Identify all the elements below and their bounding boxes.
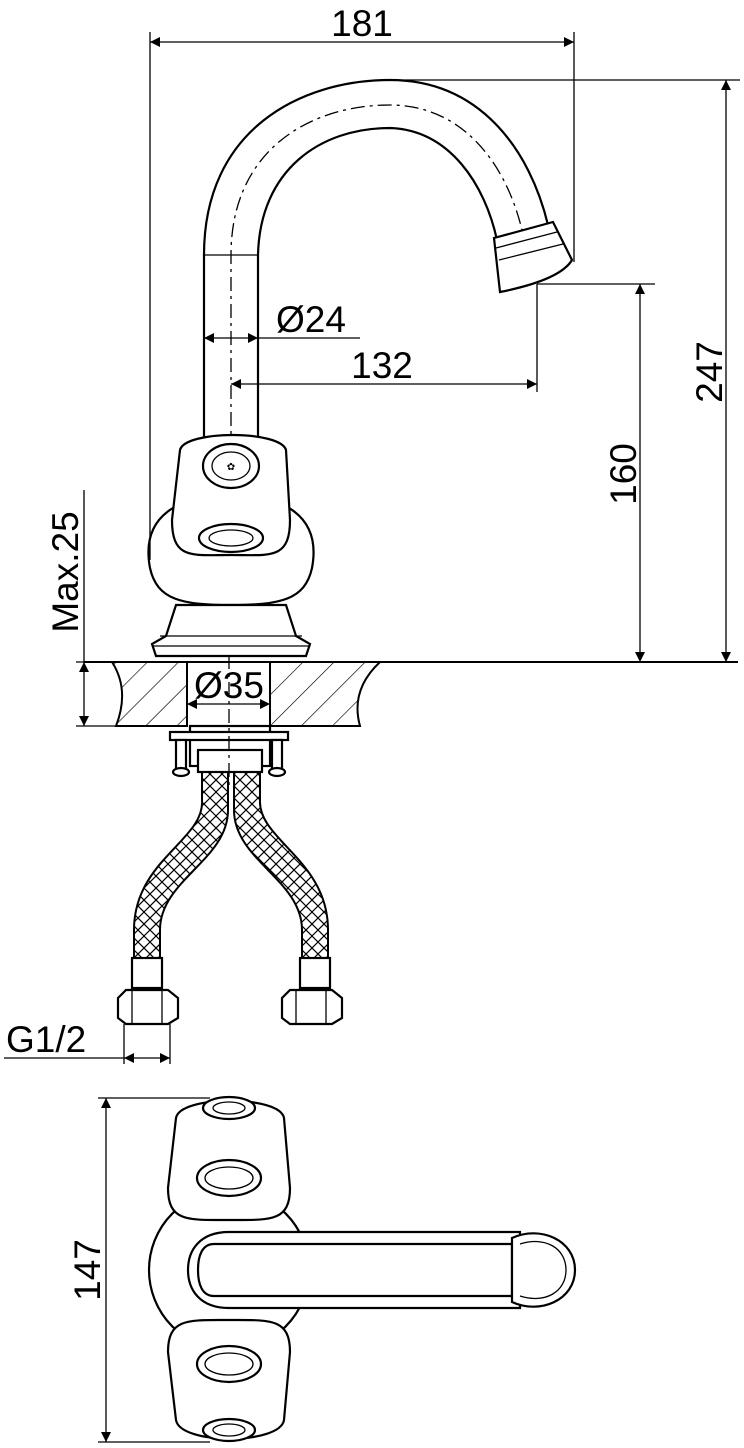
dim-181: 181 [331, 3, 393, 44]
dim-132: 132 [351, 345, 413, 386]
aerator [492, 220, 574, 294]
dim-247: 247 [689, 341, 730, 403]
dimension-top-depth: 147 [67, 1097, 210, 1443]
hose-right [233, 771, 329, 959]
dimension-max-thickness: Max.25 [45, 490, 116, 727]
fixing-assembly [168, 655, 290, 790]
braided-hose-icon [116, 771, 344, 1026]
spout [202, 78, 574, 480]
counter-hatch-right [269, 661, 383, 727]
dim-max-25: Max.25 [45, 511, 86, 632]
top-view: 147 [67, 1095, 577, 1443]
counter-section [84, 661, 738, 727]
tap-logo-icon: ✿ [227, 462, 235, 473]
dimension-spout-diameter: Ø24 [204, 299, 360, 343]
dim-147: 147 [67, 1239, 108, 1301]
counter-hatch [110, 661, 188, 727]
dimension-spout-reach: 132 [231, 284, 538, 392]
handle-cap [201, 442, 261, 490]
spout-centerline [230, 104, 523, 480]
body-base [150, 603, 312, 658]
nut-left [116, 988, 180, 1026]
dim-diameter-24: Ø24 [276, 299, 346, 340]
handle-opening [197, 522, 265, 554]
dimension-hole-diameter: Ø35 [187, 665, 270, 709]
dimension-width-total: 181 [149, 3, 575, 560]
faucet-body: ✿ [147, 433, 315, 658]
dim-160: 160 [603, 443, 644, 505]
dimension-height-total: 247 [390, 79, 740, 662]
lever-handle [170, 433, 292, 557]
dimension-spout-height: 160 [537, 283, 655, 662]
dim-diameter-35: Ø35 [194, 665, 264, 706]
hose-left [133, 771, 229, 959]
dimension-thread: G1/2 [4, 1019, 171, 1064]
dim-g1-2: G1/2 [6, 1019, 86, 1060]
nut-right [280, 988, 344, 1026]
side-view: ✿ [4, 3, 740, 1064]
